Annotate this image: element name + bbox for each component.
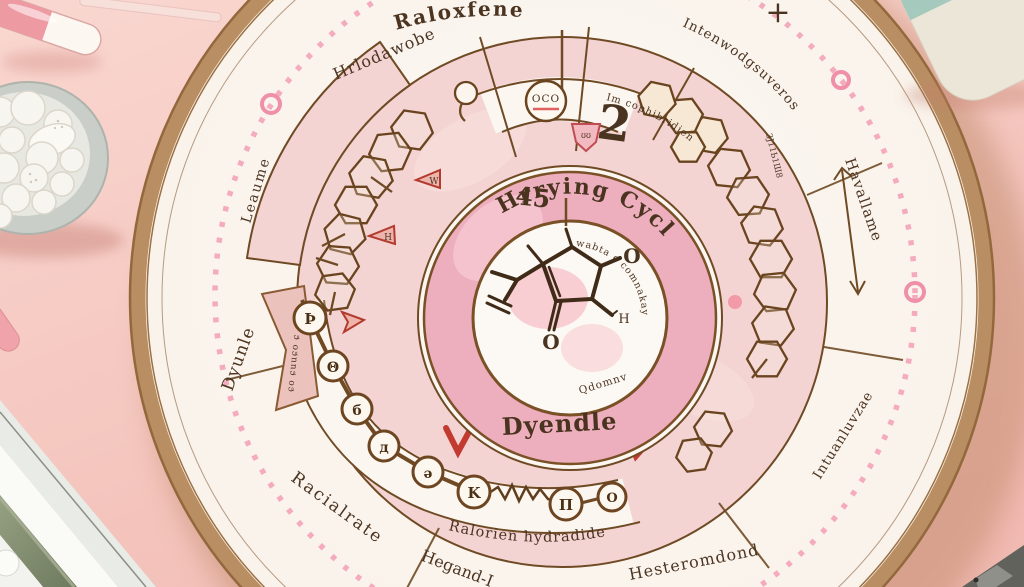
ring-node	[831, 70, 851, 90]
pen-tip	[962, 545, 1024, 587]
tag-small-label: ʊʊ	[581, 131, 591, 140]
hinge-knob	[0, 549, 20, 577]
chain-glyph: O	[606, 491, 617, 506]
capsule-shadow	[2, 51, 102, 73]
chain-node	[548, 486, 584, 522]
chain-glyph: K	[467, 484, 481, 502]
chain-node	[596, 481, 628, 513]
plus-mark: +	[765, 0, 790, 30]
badge-circle	[524, 79, 568, 123]
hexagon-ring	[692, 410, 734, 448]
tag-small	[570, 123, 602, 153]
hexagon-ring	[748, 239, 794, 279]
double-arrow	[833, 166, 866, 297]
hexagon-ring	[367, 131, 413, 173]
chain-glyph: ə	[424, 466, 433, 482]
red-pin	[339, 310, 367, 335]
chain-glyph: Θ	[327, 360, 339, 376]
zigzag-link	[488, 482, 555, 504]
chain-node	[316, 349, 350, 383]
hexagon-ring	[739, 205, 785, 247]
chain-glyph: Π	[559, 496, 573, 514]
ring-node	[904, 281, 926, 303]
hexagon-ring	[333, 185, 379, 225]
pill-speckles	[28, 119, 64, 184]
pink-dotted-ring	[212, 0, 926, 587]
capsule-pill	[0, 0, 102, 56]
hexagon-ring	[674, 437, 714, 473]
cycle-number: 45	[514, 181, 552, 213]
chain-node	[411, 455, 445, 489]
hexagon-ring	[752, 271, 798, 313]
hexagon-ring	[389, 109, 435, 151]
tag-h	[365, 224, 397, 246]
ring-node	[260, 93, 282, 115]
hexagon-ring	[637, 80, 677, 120]
cycle-bottom-label: Dyendle	[501, 406, 618, 441]
hexagon-tails	[315, 176, 768, 379]
chain-node	[292, 300, 328, 336]
chain-node	[456, 474, 492, 510]
atom-o-bottom: O	[542, 330, 559, 354]
laptop-edge	[0, 400, 156, 587]
chain-glyph: д	[379, 440, 388, 456]
chain-node	[340, 392, 374, 426]
chain-glyph: Ϸ	[304, 310, 315, 328]
tag-h-label: H	[384, 233, 392, 243]
badge-label: OCO	[532, 93, 560, 105]
molecule-structure: O O H	[485, 227, 641, 354]
hexagon-ring	[669, 131, 707, 163]
hexagon-chains	[313, 80, 798, 473]
atom-o-top: O	[623, 244, 640, 268]
red-arrow-down	[443, 425, 473, 459]
small-ring	[453, 80, 479, 106]
atom-h: H	[618, 312, 629, 327]
chain-glyph: б	[352, 403, 361, 419]
node-chain: Ϸ Θ б д ə K Π O	[292, 299, 628, 522]
hexagon-ring	[725, 175, 771, 217]
tag-w-label: W	[429, 177, 439, 187]
stir-stick	[79, 0, 222, 23]
tag-w	[413, 168, 441, 190]
pink-dot	[728, 295, 742, 309]
pill-bottle	[898, 0, 1024, 101]
pill-dish	[0, 81, 109, 235]
chain-node	[367, 429, 401, 463]
pills	[0, 90, 85, 229]
side-capsule	[0, 304, 20, 352]
hexagon-ring	[750, 305, 796, 347]
